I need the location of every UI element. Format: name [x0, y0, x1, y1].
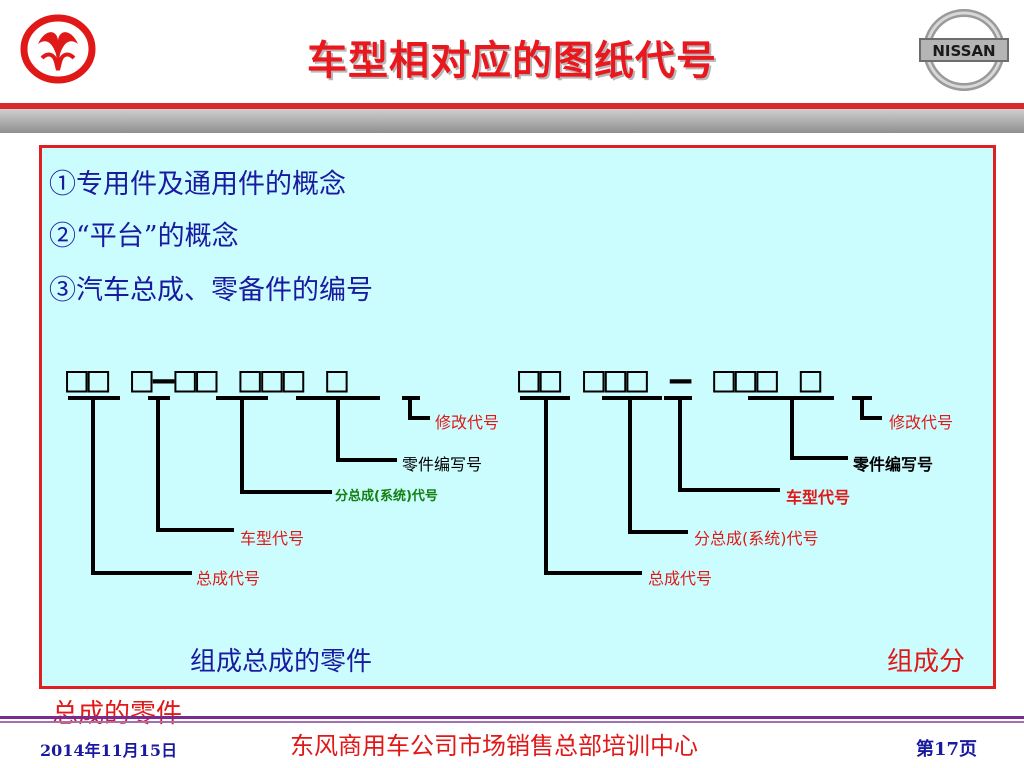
point-1: ①专用件及通用件的概念 [49, 169, 346, 200]
left-label-part-no: 零件编写号 [402, 455, 483, 474]
page-title: 车型相对应的图纸代号 [307, 37, 717, 84]
nissan-logo-icon: NISSAN [918, 8, 1010, 92]
page-number: 第17页 [916, 739, 978, 760]
right-label-vehicle-model: 车型代号 [786, 488, 851, 507]
footer-date: 2014年11月15日 [40, 741, 178, 760]
footer-divider [0, 716, 1024, 719]
nissan-logo-text: NISSAN [932, 42, 995, 60]
content-panel [39, 145, 996, 689]
footer-divider-thin [0, 721, 1024, 723]
left-label-sub-assembly: 分总成(系统)代号 [335, 489, 438, 504]
left-label-vehicle-model: 车型代号 [240, 529, 305, 548]
right-label-assembly: 总成代号 [648, 569, 713, 588]
right-label-sub-assembly: 分总成(系统)代号 [694, 529, 819, 548]
left-diagram-caption: 组成总成的零件 [190, 647, 373, 677]
right-code-pattern: □□ □□□ – □□□ □ [518, 359, 822, 400]
footer-organization: 东风商用车公司市场销售总部培训中心 [290, 732, 698, 760]
right-label-part-no: 零件编写号 [853, 455, 934, 474]
header-divider-grey [0, 109, 1024, 133]
right-diagram-caption-part1: 组成分 [887, 647, 966, 677]
point-3: ③汽车总成、零备件的编号 [49, 275, 373, 306]
left-code-pattern: □□ □–□□ □□□ □ [66, 359, 348, 400]
left-label-revision: 修改代号 [435, 413, 500, 432]
right-diagram-caption-part2: 总成的零件 [52, 699, 183, 729]
dongfeng-logo-icon [18, 14, 98, 84]
header-divider-red [0, 103, 1024, 109]
left-label-assembly: 总成代号 [196, 569, 261, 588]
right-label-revision: 修改代号 [889, 413, 954, 432]
point-2: ②“平台”的概念 [49, 221, 239, 252]
